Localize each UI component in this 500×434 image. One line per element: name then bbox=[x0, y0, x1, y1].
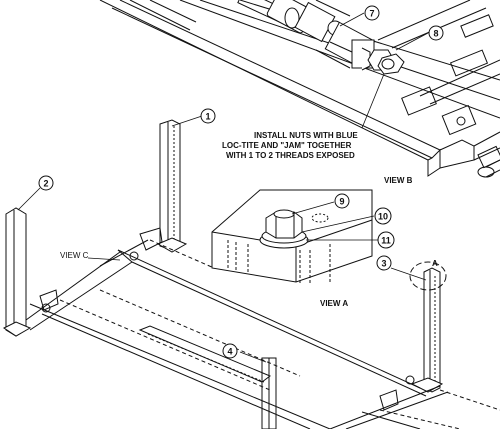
callout-9: 9 bbox=[334, 193, 350, 209]
callout-7: 7 bbox=[364, 5, 380, 21]
leader-lines bbox=[17, 12, 429, 363]
svg-text:10: 10 bbox=[378, 212, 388, 222]
svg-text:4: 4 bbox=[227, 347, 232, 357]
callout-10: 10 bbox=[374, 207, 392, 225]
detail-circle-a bbox=[409, 261, 447, 291]
svg-text:8: 8 bbox=[433, 29, 438, 39]
callout-1: 1 bbox=[200, 108, 216, 124]
svg-text:3: 3 bbox=[381, 259, 386, 269]
svg-text:2: 2 bbox=[43, 179, 48, 189]
bottom-bars bbox=[25, 227, 500, 430]
svg-text:11: 11 bbox=[381, 236, 391, 246]
view-a-label: VIEW A bbox=[320, 299, 348, 308]
callout-3: 3 bbox=[376, 255, 392, 271]
callout-8: 8 bbox=[428, 25, 444, 41]
svg-text:9: 9 bbox=[339, 197, 344, 207]
post-1 bbox=[156, 119, 188, 253]
svg-text:7: 7 bbox=[369, 9, 374, 19]
view-c-label: VIEW C bbox=[60, 251, 89, 260]
tensioner-assembly bbox=[266, 0, 405, 75]
callout-2: 2 bbox=[38, 175, 54, 191]
post-2 bbox=[3, 207, 32, 337]
install-note-line1: INSTALL NUTS WITH BLUE bbox=[254, 131, 358, 140]
post-4 bbox=[261, 357, 277, 430]
callout-11: 11 bbox=[377, 231, 395, 249]
view-b-label: VIEW B bbox=[384, 176, 413, 185]
svg-text:1: 1 bbox=[205, 112, 210, 122]
install-note-line3: WITH 1 TO 2 THREADS EXPOSED bbox=[226, 151, 355, 160]
detail-a-label: A bbox=[432, 259, 438, 268]
nut-stack bbox=[259, 209, 309, 249]
install-note-line2: LOC-TITE AND "JAM" TOGETHER bbox=[222, 141, 352, 150]
callout-4: 4 bbox=[222, 343, 238, 359]
